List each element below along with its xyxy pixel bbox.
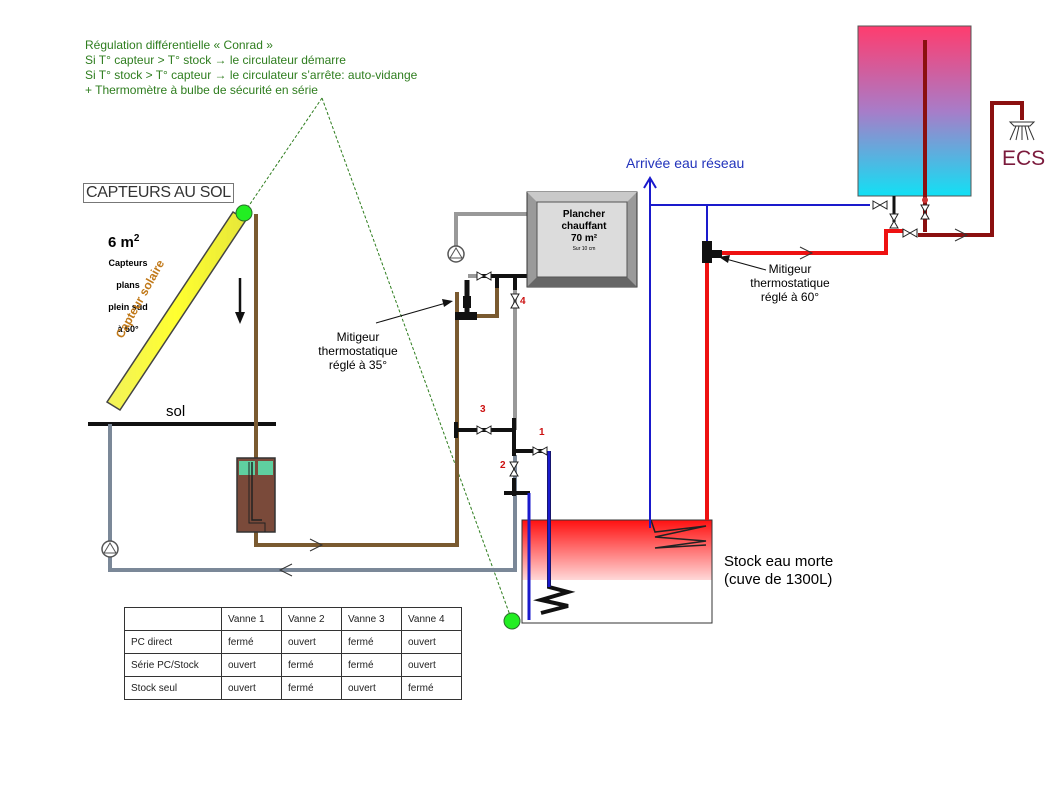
ecs-label: ECS: [1002, 147, 1046, 170]
collectors-description: Capteurs plans plein sud à 60°: [108, 258, 148, 334]
valve-state-table: Vanne 1 Vanne 2 Vanne 3 Vanne 4 PC direc…: [124, 607, 462, 700]
storage-tank-label: Stock eau morte (cuve de 1300L): [724, 553, 834, 588]
drainback-tank: [236, 457, 276, 533]
table-cell: Stock seul: [124, 676, 222, 700]
valve-3-branch: [454, 418, 516, 456]
table-cell: fermé: [281, 653, 342, 677]
regulation-line: Régulation différentielle « Conrad »: [85, 38, 273, 52]
collectors-title: CAPTEURS AU SOL: [83, 183, 234, 203]
valve-4-label: 4: [520, 296, 526, 307]
collectors-area: 6 m2: [108, 233, 140, 251]
table-cell: fermé: [221, 630, 282, 654]
floor-heating-box: [526, 191, 638, 288]
table-cell: ouvert: [281, 630, 342, 654]
regulation-notes: Régulation différentielle « Conrad » Si …: [85, 38, 417, 98]
regulation-line: + Thermomètre à bulbe de sécurité en sér…: [85, 83, 318, 97]
shower-icon: [1008, 121, 1036, 141]
table-header-cell: Vanne 1: [221, 607, 282, 631]
table-row: PC direct fermé ouvert fermé ouvert: [124, 630, 462, 654]
table-cell: fermé: [341, 630, 402, 654]
table-cell: ouvert: [401, 653, 462, 677]
floor-heating-circuit: [454, 212, 530, 430]
mitigeur-35-pointer: [375, 299, 453, 324]
table-cell: ouvert: [221, 653, 282, 677]
solar-pump: [101, 540, 119, 558]
dhw-coil: [650, 519, 707, 549]
valve-1-branch: [514, 446, 548, 456]
table-header-row: Vanne 1 Vanne 2 Vanne 3 Vanne 4: [124, 607, 462, 631]
table-header-cell: [124, 607, 222, 631]
storage-tank: [521, 519, 713, 624]
dhw-flow-arrow: [954, 228, 969, 242]
regulation-line: Si T° capteur > T° stock → le circulateu…: [85, 53, 346, 67]
valve-1-label: 1: [539, 427, 545, 438]
tank-heat-exchanger-coil: [527, 451, 576, 620]
valve-2-label: 2: [500, 460, 506, 471]
mixing-valve-35: [455, 280, 477, 320]
mains-water-pipe: [643, 176, 870, 528]
table-cell: ouvert: [401, 630, 462, 654]
table-cell: fermé: [401, 676, 462, 700]
table-cell: fermé: [281, 676, 342, 700]
table-cell: Série PC/Stock: [124, 653, 222, 677]
valve-top: [476, 271, 492, 281]
mixing-valve-35-label: Mitigeur thermostatique réglé à 35°: [318, 330, 398, 372]
valve-2-branch: [504, 461, 530, 496]
mixing-valve-60: [702, 241, 722, 263]
solar-loop: [108, 214, 517, 572]
table-cell: ouvert: [221, 676, 282, 700]
dhw-tank: [857, 25, 972, 232]
loop-direction-arrows: [278, 538, 324, 577]
ground-label: sol: [166, 403, 186, 420]
table-header-cell: Vanne 2: [281, 607, 342, 631]
hot-water-pipe: [705, 229, 903, 520]
hot-flow-arrow: [799, 246, 814, 260]
mains-water-label: Arrivée eau réseau: [626, 155, 745, 171]
collector-sensor: [235, 204, 253, 222]
flow-down-arrow: [235, 278, 245, 324]
table-row: Série PC/Stock ouvert fermé fermé ouvert: [124, 653, 462, 677]
tank-sensor: [503, 612, 521, 630]
valve-4: [510, 293, 520, 309]
table-cell: ouvert: [341, 676, 402, 700]
mitigeur-60-pointer: [719, 255, 767, 271]
table-row: Stock seul ouvert fermé ouvert fermé: [124, 676, 462, 700]
valve-3-label: 3: [480, 404, 486, 415]
table-cell: fermé: [341, 653, 402, 677]
regulation-link-lines: [245, 97, 512, 619]
dhw-valves: [872, 197, 930, 238]
floor-heating-pump: [447, 245, 465, 263]
regulation-line: Si T° stock > T° capteur → le circulateu…: [85, 68, 418, 82]
mixing-valve-60-label: Mitigeur thermostatique réglé à 60°: [750, 262, 830, 304]
table-header-cell: Vanne 4: [401, 607, 462, 631]
floor-heating-label: Plancher chauffant 70 m² Sur 10 cm: [561, 209, 607, 252]
table-header-cell: Vanne 3: [341, 607, 402, 631]
table-cell: PC direct: [124, 630, 222, 654]
